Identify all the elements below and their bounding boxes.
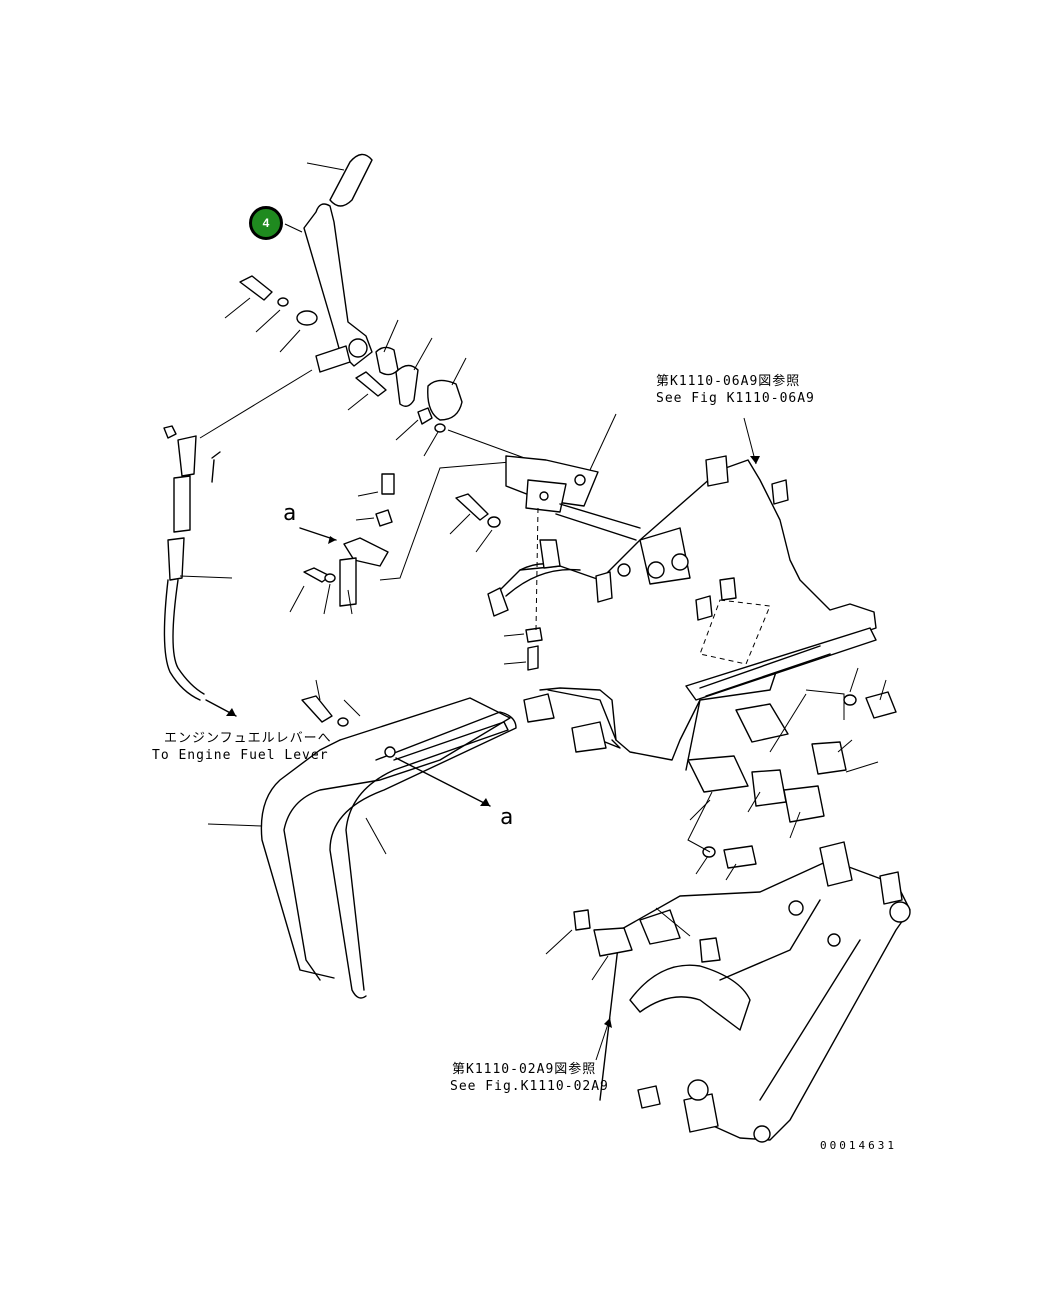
switches <box>687 667 897 881</box>
view-a-label-upper: a <box>283 501 297 526</box>
center-bolts <box>449 493 543 671</box>
control-lever <box>303 203 373 373</box>
view-a-label-lower: a <box>500 805 514 830</box>
fuel-lever-label-jp: エンジンフュエルレバーへ <box>164 731 332 746</box>
floor-cover <box>207 679 517 999</box>
ref-label-bottom-en: See Fig.K1110-02A9 <box>450 1079 609 1094</box>
drawing-number: 00014631 <box>820 1139 897 1152</box>
main-frame <box>487 417 877 771</box>
lower-pedestal <box>545 841 911 1143</box>
lever-bracket <box>505 413 641 631</box>
lever-knob <box>306 153 373 207</box>
lever-pivot-parts <box>347 319 531 461</box>
callout-4[interactable]: 4 <box>249 206 283 240</box>
ref-label-bottom-jp: 第K1110-02A9図参照 <box>452 1062 597 1077</box>
ref-label-top-en: See Fig K1110-06A9 <box>656 391 815 406</box>
throttle-cable <box>163 369 313 717</box>
lever-bolt <box>224 275 318 353</box>
fuel-lever-label-en: To Engine Fuel Lever <box>152 748 329 763</box>
ref-label-top-jp: 第K1110-06A9図参照 <box>656 374 801 389</box>
bracket-a <box>289 461 511 615</box>
